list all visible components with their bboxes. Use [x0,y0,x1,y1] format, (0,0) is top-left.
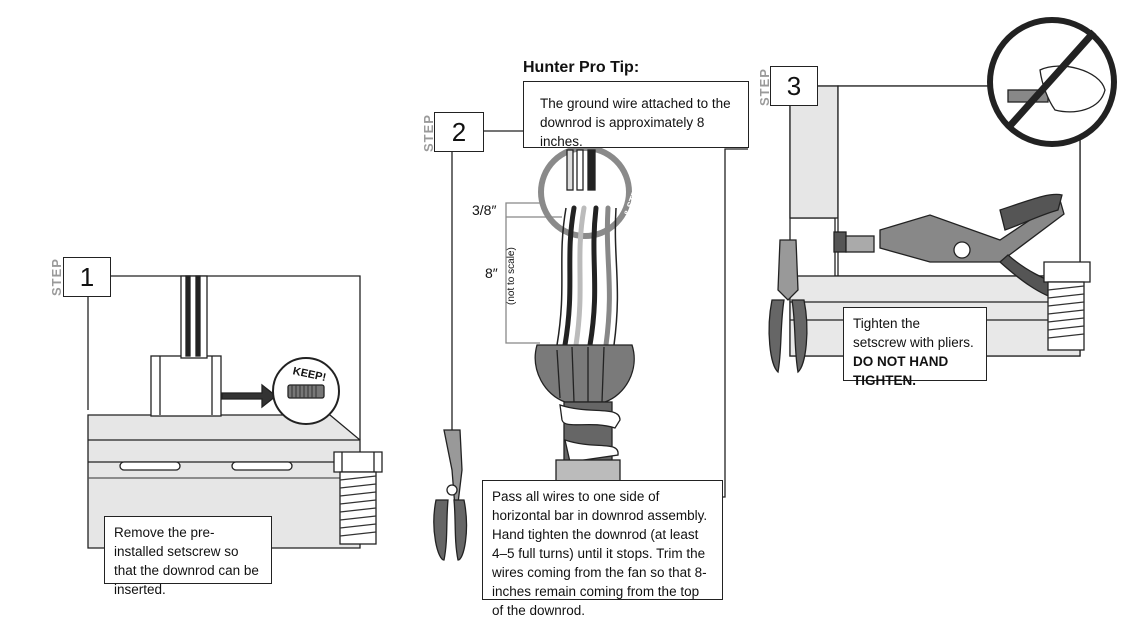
step1-instructions: Remove the pre-installed setscrew so tha… [104,516,272,597]
pro-tip-box: The ground wire attached to the downrod … [523,81,749,149]
step2-illustration [433,130,748,561]
dim-strip-length: 3/8″ [472,202,497,218]
not-to-scale-label: (not to scale) [506,247,517,305]
step1-text: Remove the pre-installed setscrew so tha… [114,525,259,597]
step1-word: STEP [49,258,64,296]
pro-tip-title: Hunter Pro Tip: [523,59,640,76]
step2-instructions: Pass all wires to one side of horizontal… [482,480,723,618]
step3-number: 3 [770,66,818,106]
cut-label: CUT [551,173,568,196]
pro-tip-text: The ground wire attached to the downrod … [540,96,731,149]
step3-text: Tighten the setscrew with pliers. [853,316,974,350]
dim-wire-length: 8″ [485,265,498,281]
step1-number: 1 [63,257,111,297]
step1-illustration [87,275,383,549]
step3-instructions: Tighten the setscrew with pliers. DO NOT… [843,307,987,388]
step3-emphasis: DO NOT HAND TIGHTEN. [853,354,949,388]
strip-label: & STRIP [622,181,644,218]
step2-text: Pass all wires to one side of horizontal… [492,489,708,618]
step2-number: 2 [434,112,484,152]
